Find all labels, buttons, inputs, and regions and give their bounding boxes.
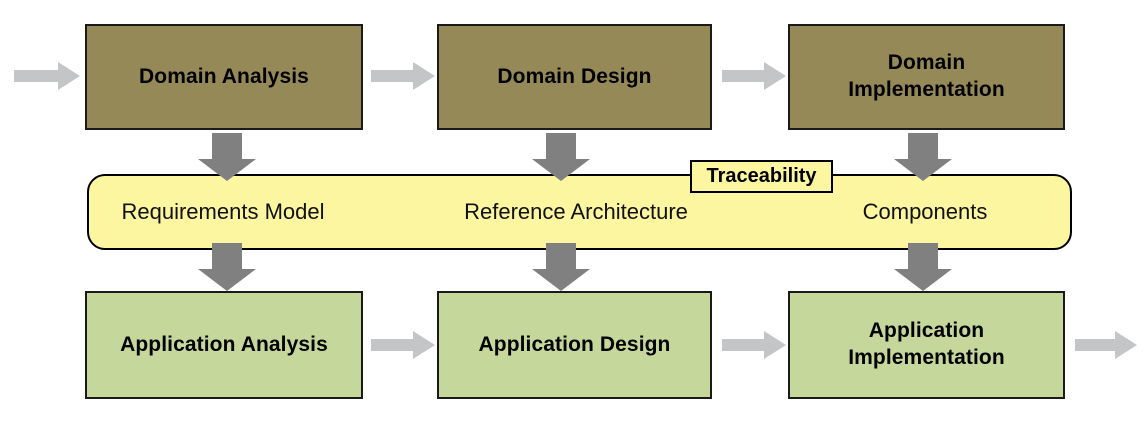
requirements-model-to-application-analysis-arrow-icon: [198, 243, 256, 291]
domain-design-box[interactable]: Domain Design: [437, 24, 712, 130]
application-analysis-label: Application Analysis: [120, 332, 328, 356]
domain-analysis-label: Domain Analysis: [139, 64, 309, 88]
application-analysis-box[interactable]: Application Analysis: [85, 291, 363, 399]
domain-design-label: Domain Design: [497, 64, 652, 88]
components-to-application-implementation-arrow-icon: [894, 243, 952, 291]
reference-architecture-to-application-design-arrow-icon: [532, 243, 590, 291]
domain-analysis-to-requirements-model-arrow-icon: [198, 133, 256, 181]
domain-analysis-to-design-arrow-icon: [371, 62, 435, 90]
application-implementation-label: Application Implementation: [848, 319, 1005, 369]
application-implementation-box[interactable]: Application Implementation: [788, 291, 1065, 399]
reference-architecture-label: Reference Architecture: [464, 199, 688, 224]
application-analysis-to-design-arrow-icon: [371, 331, 435, 359]
domain-implementation-label: Domain Implementation: [848, 51, 1005, 101]
domain-design-to-implementation-arrow-icon: [722, 62, 786, 90]
domain-design-to-reference-architecture-arrow-icon: [532, 133, 590, 181]
domain-implementation-box[interactable]: Domain Implementation: [788, 24, 1065, 130]
domain-analysis-box[interactable]: Domain Analysis: [85, 24, 363, 130]
application-design-box[interactable]: Application Design: [437, 291, 712, 399]
traceability-tag[interactable]: Traceability: [690, 160, 833, 193]
domain-entry-arrow-icon: [14, 62, 80, 90]
requirements-model-label: Requirements Model: [121, 199, 325, 224]
application-design-to-implementation-arrow-icon: [722, 331, 786, 359]
components-label: Components: [862, 199, 988, 224]
application-design-label: Application Design: [478, 332, 671, 356]
domain-implementation-to-components-arrow-icon: [894, 133, 952, 181]
artifact-band: [87, 174, 1072, 250]
application-exit-arrow-icon: [1075, 331, 1137, 359]
